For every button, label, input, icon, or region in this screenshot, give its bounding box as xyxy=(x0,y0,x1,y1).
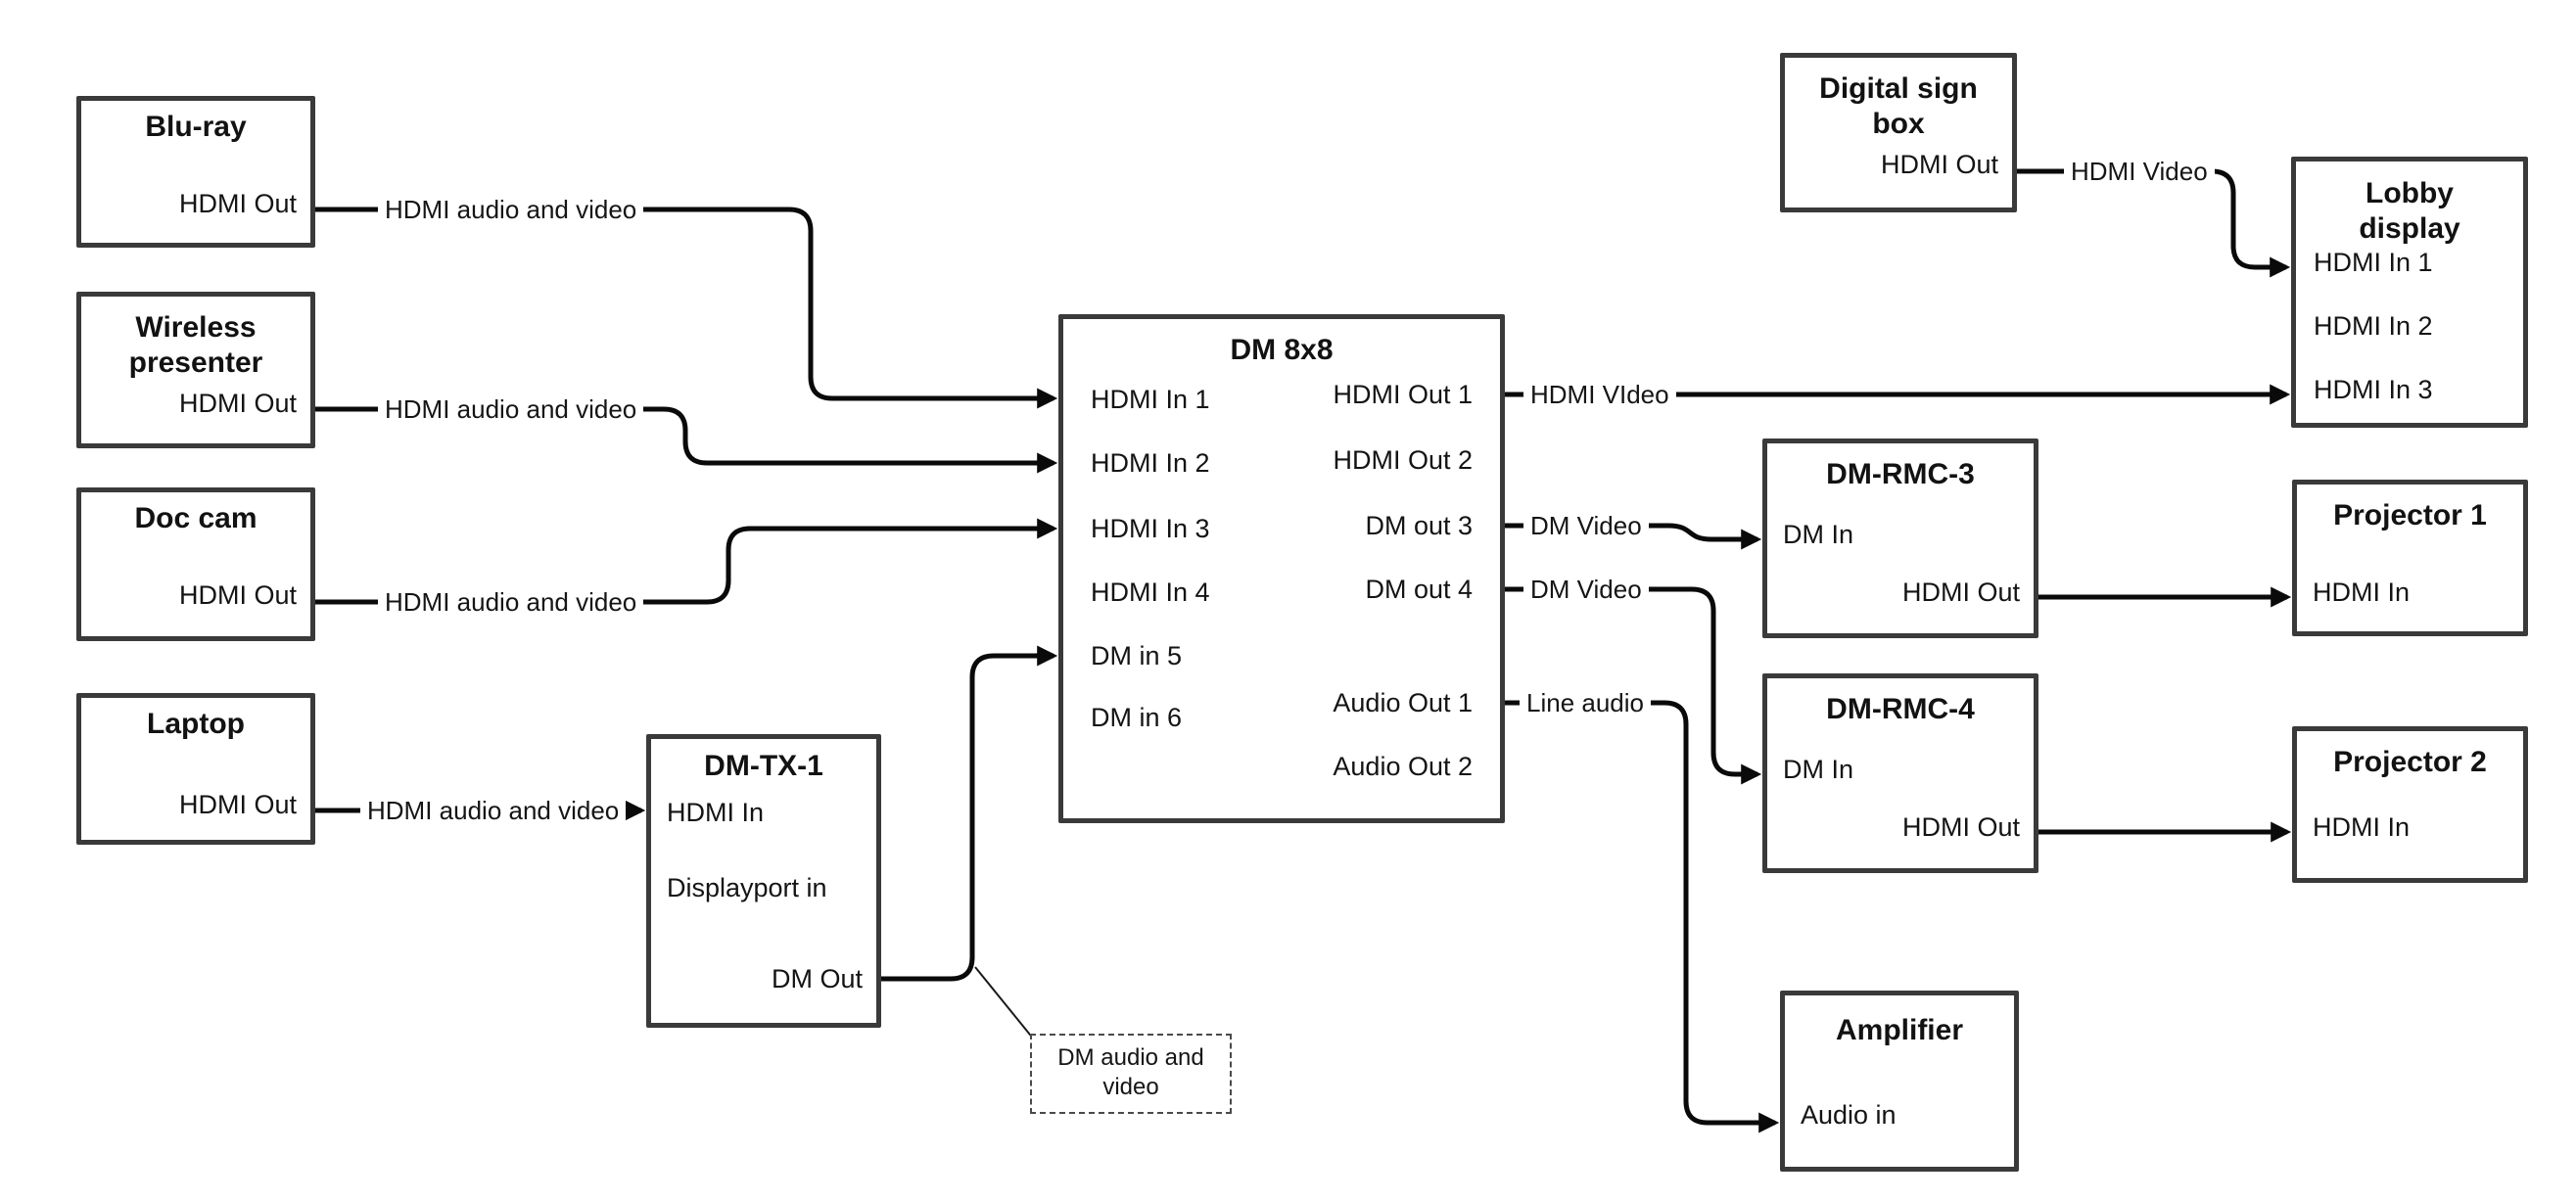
port-hdmi-in: HDMI In xyxy=(2313,812,2411,842)
port-hdmi-out: HDMI Out xyxy=(178,189,297,218)
edge-bluray-to-dm8x8 xyxy=(315,207,1058,409)
port-dm-out-3: DM out 3 xyxy=(1365,511,1473,540)
node-digital-sign-box: Digital sign box HDMI Out xyxy=(1780,53,2017,212)
node-dm-rmc-4: DM-RMC-4 DM In HDMI Out xyxy=(1762,673,2038,873)
port-hdmi-out: HDMI Out xyxy=(178,790,297,819)
node-projector-2: Projector 2 HDMI In xyxy=(2292,726,2528,883)
node-doc-cam: Doc cam HDMI Out xyxy=(76,487,315,641)
port-hdmi-out-1: HDMI Out 1 xyxy=(1333,380,1473,409)
port-dm-in-6: DM in 6 xyxy=(1091,703,1183,732)
port-hdmi-in-1: HDMI In 1 xyxy=(2314,248,2433,277)
port-displayport-in: Displayport in xyxy=(667,873,827,902)
port-hdmi-in-3: HDMI In 3 xyxy=(2314,375,2433,404)
port-hdmi-in-4: HDMI In 4 xyxy=(1091,577,1210,607)
edge-label-doccam: HDMI audio and video xyxy=(378,586,644,618)
node-title: Doc cam xyxy=(134,502,258,534)
node-title: DM-RMC-3 xyxy=(1826,458,1975,490)
callout-leader-line xyxy=(974,966,1035,1040)
node-title: Amplifier xyxy=(1835,1014,1964,1046)
port-hdmi-out: HDMI Out xyxy=(178,389,297,418)
node-laptop: Laptop HDMI Out xyxy=(76,693,315,845)
node-projector-1: Projector 1 HDMI In xyxy=(2292,480,2528,636)
node-title: Wireless presenter xyxy=(128,311,263,379)
edge-label-bluray: HDMI audio and video xyxy=(378,194,644,225)
port-audio-in: Audio in xyxy=(1801,1100,1897,1130)
node-lobby-display: Lobby display HDMI In 1 HDMI In 2 HDMI I… xyxy=(2291,157,2528,428)
port-hdmi-out: HDMI Out xyxy=(1901,577,2020,607)
edge-wireless-to-dm8x8 xyxy=(315,406,1058,474)
port-dm-out-4: DM out 4 xyxy=(1365,575,1473,604)
port-hdmi-out: HDMI Out xyxy=(178,580,297,610)
port-dm-in: DM In xyxy=(1783,520,1854,549)
port-hdmi-in: HDMI In xyxy=(2313,577,2411,607)
node-amplifier: Amplifier Audio in xyxy=(1780,991,2019,1172)
edge-label-dm-video-4: DM Video xyxy=(1523,574,1649,605)
node-dm-tx-1: DM-TX-1 HDMI In Displayport in DM Out xyxy=(646,734,881,1028)
port-hdmi-in-1: HDMI In 1 xyxy=(1091,385,1210,414)
node-dm-rmc-3: DM-RMC-3 DM In HDMI Out xyxy=(1762,439,2038,638)
node-title: Digital sign box xyxy=(1819,72,1978,140)
node-title: DM 8x8 xyxy=(1230,334,1334,366)
port-hdmi-out: HDMI Out xyxy=(1901,812,2020,842)
port-hdmi-in-3: HDMI In 3 xyxy=(1091,514,1210,543)
port-hdmi-in: HDMI In xyxy=(667,798,765,827)
port-dm-in-5: DM in 5 xyxy=(1091,641,1183,670)
port-audio-out-1: Audio Out 1 xyxy=(1333,688,1473,717)
port-dm-in: DM In xyxy=(1783,755,1854,784)
port-hdmi-in-2: HDMI In 2 xyxy=(1091,448,1210,478)
edge-label-line-audio: Line audio xyxy=(1520,687,1651,718)
edge-dmtx1-to-dm8x8 xyxy=(881,645,1058,982)
node-title: Projector 2 xyxy=(2333,746,2487,778)
edge-label-hdmi-video-sign: HDMI Video xyxy=(2064,156,2215,187)
edge-label-wireless: HDMI audio and video xyxy=(378,393,644,425)
port-hdmi-out-2: HDMI Out 2 xyxy=(1333,445,1473,475)
callout-text: DM audio and video xyxy=(1057,1044,1204,1100)
node-title: Laptop xyxy=(147,708,245,740)
edge-dm8x8-to-rmc3 xyxy=(1505,523,1762,550)
node-title: Projector 1 xyxy=(2333,499,2487,531)
port-audio-out-2: Audio Out 2 xyxy=(1333,752,1473,781)
node-title: DM-RMC-4 xyxy=(1826,693,1975,725)
port-hdmi-in-2: HDMI In 2 xyxy=(2314,311,2433,341)
edge-label-dm-video-3: DM Video xyxy=(1523,510,1649,541)
edge-dm8x8-to-amplifier xyxy=(1505,700,1780,1133)
node-title: Blu-ray xyxy=(145,111,247,143)
edge-label-laptop: HDMI audio and video xyxy=(360,795,627,826)
node-wireless-presenter: Wireless presenter HDMI Out xyxy=(76,292,315,448)
edge-label-hdmi-video-main: HDMI VIdeo xyxy=(1523,379,1676,410)
node-title: DM-TX-1 xyxy=(704,750,823,782)
edge-sign-to-lobby xyxy=(2017,168,2291,278)
node-blu-ray: Blu-ray HDMI Out xyxy=(76,96,315,248)
edge-doccam-to-dm8x8 xyxy=(315,518,1058,605)
edge-dm8x8-to-rmc4 xyxy=(1505,586,1762,785)
node-title: Lobby display xyxy=(2359,177,2460,245)
port-hdmi-out: HDMI Out xyxy=(1880,150,1998,179)
node-dm-8x8: DM 8x8 HDMI In 1 HDMI In 2 HDMI In 3 HDM… xyxy=(1058,314,1505,823)
port-dm-out: DM Out xyxy=(771,964,863,993)
callout-dm-audio-video: DM audio and video xyxy=(1030,1034,1232,1114)
